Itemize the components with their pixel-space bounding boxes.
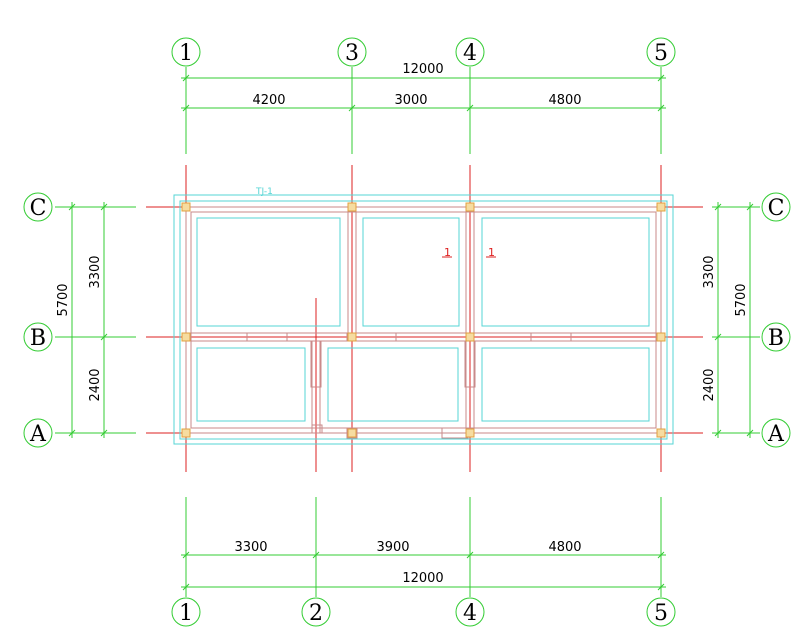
left-overall-dim: 5700	[56, 283, 71, 316]
column-c4	[465, 202, 475, 212]
section-mark-2: 1	[486, 246, 496, 259]
bubble-top-4-label: 4	[463, 41, 477, 66]
bubble-bottom-4	[455, 597, 485, 627]
bubble-left-c-label: C	[30, 196, 47, 221]
column-a4	[465, 428, 475, 438]
cell-b-1-2	[196, 347, 306, 422]
axis-lines	[146, 165, 703, 472]
beam-opening-4	[570, 332, 657, 342]
bubble-right-c-label: C	[768, 196, 785, 221]
bubble-left-b-label: B	[30, 326, 46, 351]
bubble-bottom-5-label: 5	[654, 601, 668, 626]
cell-b-4-5	[481, 347, 650, 422]
column-b1	[181, 332, 191, 342]
column-a1	[181, 428, 191, 438]
left-dim-seg-1: 3300	[88, 255, 103, 288]
bottom-dimensions	[181, 497, 666, 597]
bubble-left-c	[23, 192, 53, 222]
left-dim-seg-2: 2400	[88, 368, 103, 401]
bubble-top-4	[455, 37, 485, 67]
beam-step-a-2	[346, 427, 358, 439]
top-dim-seg-1: 4200	[252, 93, 285, 108]
column-b4	[465, 332, 475, 342]
column-b5	[656, 332, 666, 342]
column-a5	[656, 428, 666, 438]
beam-lines	[185, 206, 662, 439]
bubble-bottom-2	[301, 597, 331, 627]
bubble-right-b-label: B	[768, 326, 784, 351]
bottom-dim-seg-1: 3300	[234, 540, 267, 555]
bubble-right-c	[761, 192, 791, 222]
column-b3	[347, 332, 357, 342]
bubble-bottom-4-label: 4	[463, 601, 477, 626]
column-c3	[347, 202, 357, 212]
bubble-right-a-label: A	[767, 422, 785, 447]
right-dim-seg-1: 3300	[702, 255, 717, 288]
right-dim-seg-2: 2400	[702, 368, 717, 401]
beam-step-a-1	[311, 424, 323, 434]
axis-bubbles	[23, 37, 791, 627]
bubble-right-a	[761, 418, 791, 448]
foundation-outer-boundary	[173, 194, 674, 445]
bubble-left-a-label: A	[29, 422, 47, 447]
top-overall-dim: 12000	[402, 62, 443, 77]
section-mark-2-label: 1	[488, 246, 495, 259]
cell-c-1-3	[196, 217, 341, 327]
column-c1	[181, 202, 191, 212]
cell-c-4-5	[481, 217, 650, 327]
bubble-top-5-label: 5	[654, 41, 668, 66]
bottom-overall-dim: 12000	[402, 571, 443, 586]
top-dim-seg-2: 3000	[394, 93, 427, 108]
right-dimensions	[712, 202, 760, 438]
bubble-right-b	[761, 322, 791, 352]
foundation-tag-label: TJ-1	[255, 187, 273, 197]
beam-opening-1	[190, 332, 248, 342]
bubble-top-3	[337, 37, 367, 67]
column-a3	[347, 428, 357, 438]
bottom-dim-seg-2: 3900	[376, 540, 409, 555]
bottom-dim-seg-3: 4800	[548, 540, 581, 555]
bubble-bottom-1	[171, 597, 201, 627]
columns	[181, 202, 666, 438]
bubble-top-1-label: 1	[179, 41, 193, 66]
axis-bubble-labels: 1 3 4 5 1 2 4 5 C B A C B A	[29, 41, 785, 626]
foundation-outline	[173, 194, 674, 445]
column-c5	[656, 202, 666, 212]
beam-opening-3	[395, 332, 532, 342]
bubble-top-3-label: 3	[345, 41, 359, 66]
cell-b-2-4	[327, 347, 459, 422]
foundation-inner-boundary	[179, 200, 668, 440]
bubble-left-b	[23, 322, 53, 352]
bubble-bottom-2-label: 2	[309, 601, 323, 626]
bubble-bottom-1-label: 1	[179, 601, 193, 626]
section-mark-1-label: 1	[444, 246, 451, 259]
section-mark-1: 1	[442, 246, 452, 259]
top-dimensions	[181, 67, 666, 154]
bubble-top-1	[171, 37, 201, 67]
right-overall-dim: 5700	[734, 283, 749, 316]
beam-stub-2	[310, 340, 322, 388]
bubble-left-a	[23, 418, 53, 448]
beam-inner	[190, 211, 657, 429]
bubble-bottom-5	[646, 597, 676, 627]
beam-outer	[185, 206, 662, 434]
left-dimensions	[55, 202, 136, 438]
cell-c-3-4	[362, 217, 460, 327]
top-dim-seg-3: 4800	[548, 93, 581, 108]
bubble-top-5	[646, 37, 676, 67]
